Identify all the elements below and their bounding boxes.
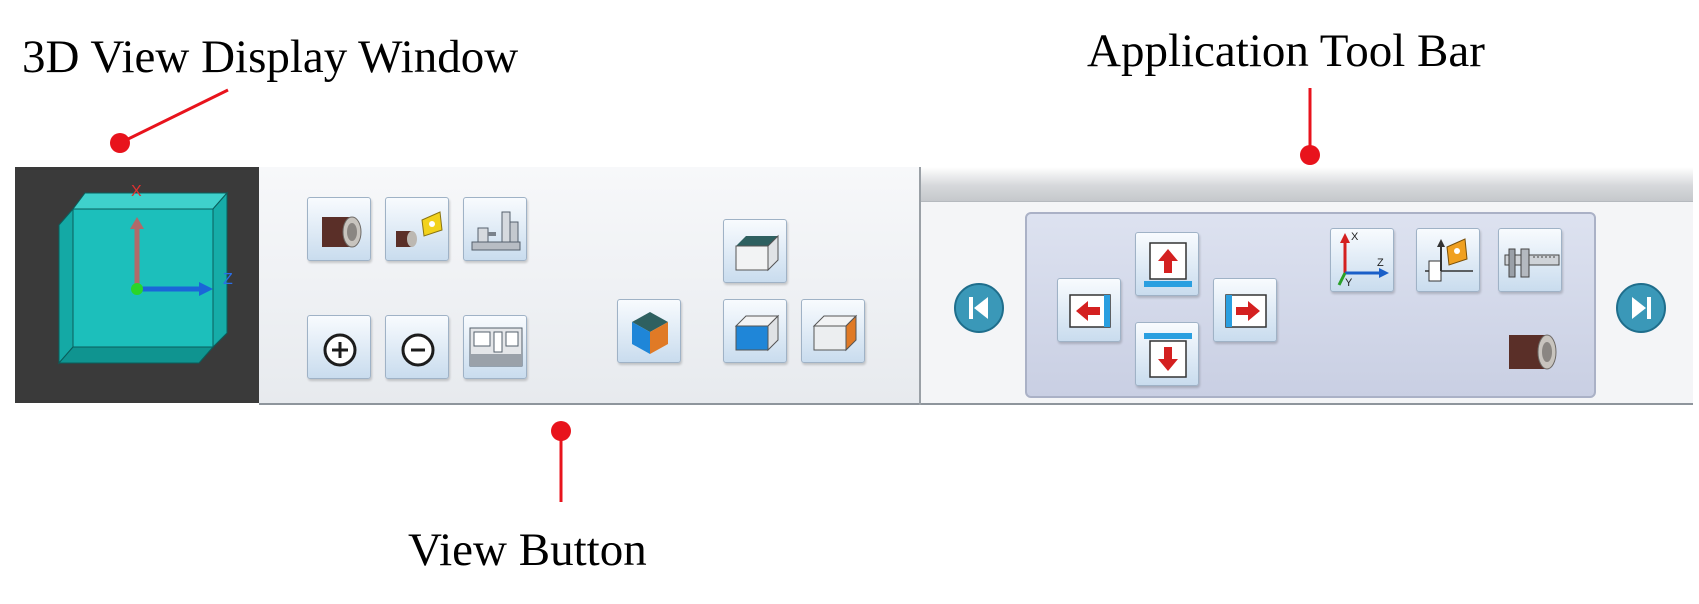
zoom-out-button[interactable] — [385, 315, 449, 379]
cylinder-workpiece-button[interactable] — [307, 197, 371, 261]
coord-axis-x-label: X — [1351, 231, 1359, 243]
machine-panel-view-button[interactable] — [463, 315, 527, 379]
view-top-button[interactable] — [723, 219, 787, 283]
application-tool-bar-marker — [1300, 145, 1320, 165]
view-isometric-button[interactable] — [617, 299, 681, 363]
view-display-window-marker — [110, 133, 130, 153]
application-tool-bar-header — [921, 167, 1693, 202]
coord-axis-z-label: Z — [1377, 257, 1384, 269]
view-display-window-callout: 3D View Display Window — [22, 31, 519, 83]
viewport-axis-z-label: Z — [223, 271, 233, 288]
viewport-axis-x-label: X — [131, 183, 142, 200]
tool-and-workpiece-button[interactable] — [385, 197, 449, 261]
coordinate-system-button[interactable]: X Z Y — [1330, 228, 1394, 292]
application-tool-bar-callout: Application Tool Bar — [1087, 25, 1485, 77]
application-tool-group: X Z Y — [1025, 212, 1596, 398]
caliper-measure-button[interactable] — [1498, 228, 1562, 292]
previous-page-button[interactable] — [954, 283, 1004, 333]
view-front-button[interactable] — [723, 299, 787, 363]
machine-view-button[interactable] — [463, 197, 527, 261]
view-button-callout: View Button — [408, 524, 647, 576]
move-down-button[interactable] — [1135, 322, 1199, 386]
move-left-button[interactable] — [1057, 278, 1121, 342]
coord-axis-y-label: Y — [1345, 277, 1353, 289]
application-tool-bar: X Z Y — [921, 167, 1693, 405]
3d-view-display-window[interactable]: X Z — [15, 167, 259, 403]
view-display-window-leader — [119, 88, 229, 145]
move-right-button[interactable] — [1213, 278, 1277, 342]
move-up-button[interactable] — [1135, 232, 1199, 296]
zoom-in-button[interactable] — [307, 315, 371, 379]
tool-offset-button[interactable] — [1416, 228, 1480, 292]
next-page-button[interactable] — [1616, 283, 1666, 333]
panel-separator — [919, 167, 921, 405]
workpiece-cylinder-button[interactable] — [1498, 318, 1562, 382]
view-button-panel — [259, 167, 919, 405]
view-button-marker — [551, 421, 571, 441]
view-side-button[interactable] — [801, 299, 865, 363]
